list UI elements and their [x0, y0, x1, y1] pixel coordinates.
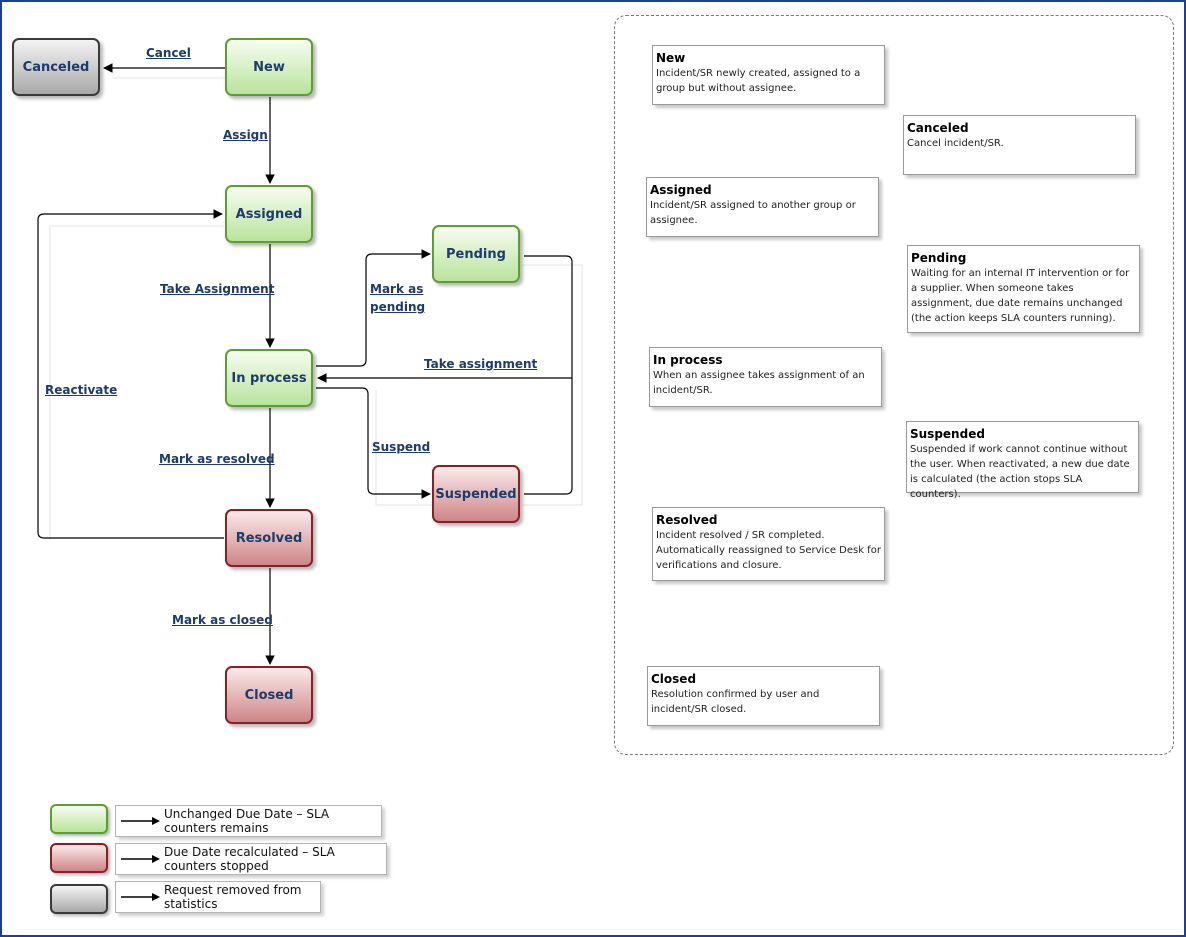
state-assigned[interactable]: Assigned: [225, 185, 313, 243]
desc-body: Incident/SR newly created, assigned to a…: [656, 68, 861, 94]
suspend-arrow: [316, 387, 431, 499]
desc-body: Cancel incident/SR.: [907, 138, 1004, 149]
desc-body: Incident/SR assigned to another group or…: [650, 200, 856, 226]
desc-title: Assigned: [650, 183, 712, 197]
desc-title: New: [656, 51, 686, 65]
desc-body: Waiting for an internal IT intervention …: [911, 268, 1130, 324]
mark-as-pending-arrow: [316, 249, 431, 367]
legend-swatch-gray: [50, 884, 108, 914]
desc-title: Resolved: [656, 513, 718, 527]
desc-title: Canceled: [907, 121, 969, 135]
transition-suspend[interactable]: Suspend: [372, 440, 431, 454]
transition-mark-as-pending[interactable]: Mark as pending: [370, 282, 426, 314]
desc-new: New Incident/SR newly created, assigned …: [652, 45, 885, 105]
state-in-process[interactable]: In process: [225, 349, 313, 407]
desc-title: In process: [653, 353, 723, 367]
transition-mark-as-resolved[interactable]: Mark as resolved: [159, 452, 275, 466]
desc-closed: Closed Resolution confirmed by user and …: [647, 666, 880, 726]
desc-body: Suspended if work cannot continue withou…: [910, 444, 1130, 500]
legend-text: Request removed from statistics: [164, 883, 302, 911]
desc-pending: Pending Waiting for an internal IT inter…: [907, 245, 1140, 333]
transition-mark-as-closed[interactable]: Mark as closed: [172, 613, 273, 627]
state-resolved[interactable]: Resolved: [225, 509, 313, 567]
transition-reactivate[interactable]: Reactivate: [45, 383, 118, 397]
legend-swatch-green: [50, 804, 108, 834]
state-closed[interactable]: Closed: [225, 666, 313, 724]
desc-in-process: In process When an assignee takes assign…: [649, 347, 882, 407]
legend-swatch-red: [50, 843, 108, 873]
arrow-icon: [121, 855, 160, 863]
legend-item-due-date-recalculated: Due Date recalculated – SLA counters sto…: [115, 843, 387, 875]
arrow-icon: [121, 817, 160, 825]
transition-take-assignment-back[interactable]: Take assignment: [424, 357, 538, 371]
transition-assign[interactable]: Assign: [223, 128, 268, 142]
state-pending[interactable]: Pending: [432, 225, 520, 283]
desc-body: Resolution confirmed by user and inciden…: [651, 689, 820, 715]
desc-title: Closed: [651, 672, 697, 686]
state-suspended[interactable]: Suspended: [432, 465, 520, 523]
state-descriptions-panel: [614, 15, 1174, 755]
state-canceled[interactable]: Canceled: [12, 38, 100, 96]
desc-resolved: Resolved Incident resolved / SR complete…: [652, 507, 885, 581]
reactivate-arrow: [37, 209, 224, 539]
transition-take-assignment[interactable]: Take Assignment: [160, 282, 275, 296]
legend-item-removed-from-statistics: Request removed from statistics: [115, 881, 321, 913]
legend-item-unchanged-due-date: Unchanged Due Date – SLA counters remain…: [115, 805, 382, 837]
legend-text: Unchanged Due Date – SLA counters remain…: [164, 807, 330, 835]
desc-canceled: Canceled Cancel incident/SR.: [903, 115, 1136, 175]
desc-body: When an assignee takes assignment of an …: [653, 370, 865, 396]
transition-cancel[interactable]: Cancel: [146, 46, 191, 60]
legend-text: Due Date recalculated – SLA counters sto…: [164, 845, 335, 873]
desc-suspended: Suspended Suspended if work cannot conti…: [906, 421, 1139, 500]
take-assignment-back-arrow: [318, 255, 573, 495]
arrow-icon: [121, 893, 160, 901]
state-new[interactable]: New: [225, 38, 313, 96]
desc-title: Suspended: [910, 427, 985, 441]
desc-title: Pending: [911, 251, 967, 265]
desc-assigned: Assigned Incident/SR assigned to another…: [646, 177, 879, 237]
desc-body: Incident resolved / SR completed. Automa…: [656, 530, 881, 571]
